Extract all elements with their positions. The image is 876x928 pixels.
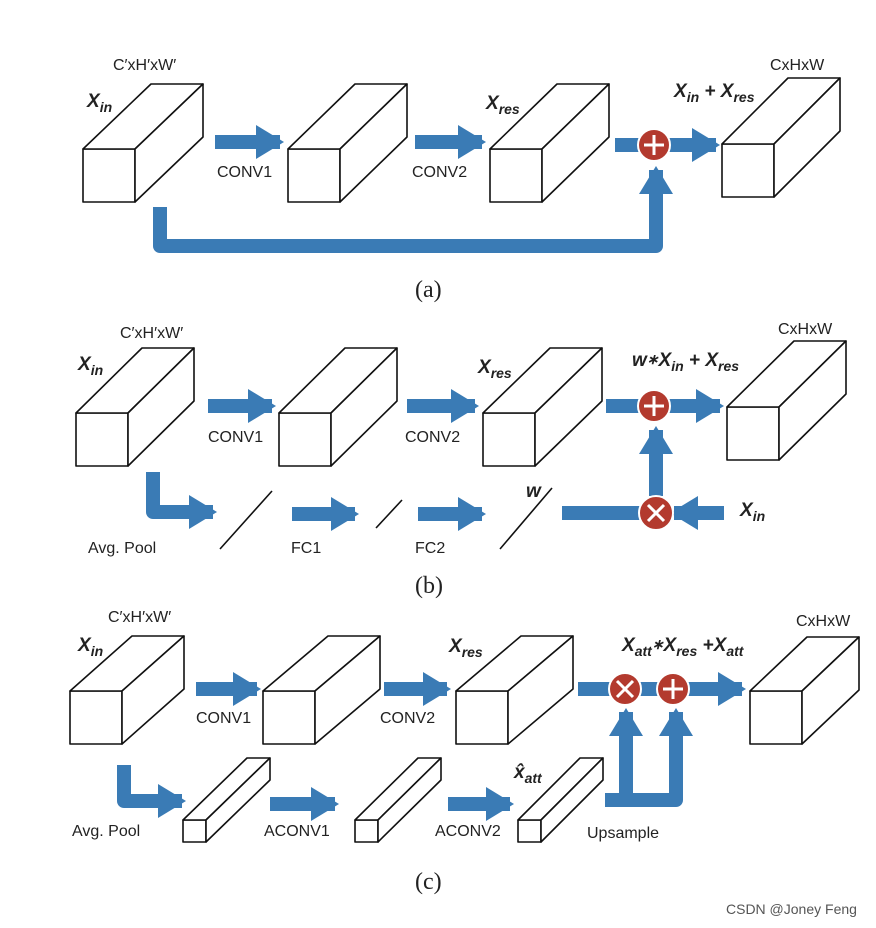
output-dims-label: CxHxW — [778, 321, 833, 338]
panel-b-caption: (b) — [415, 573, 443, 599]
input-dims-label: C′xH′xW′ — [120, 325, 183, 342]
output-tensor-box — [749, 636, 860, 745]
conv1-label: CONV1 — [196, 710, 251, 727]
panel-c: C′xH′xW′ CxHxW Xin Xres Xatt∗Xres +Xatt … — [69, 609, 860, 895]
input-tensor-box — [69, 635, 185, 745]
conv2-label: CONV2 — [405, 429, 460, 446]
x-in-label: Xin — [77, 354, 103, 378]
conv1-output-box — [287, 83, 408, 203]
weight-vector-slash — [499, 487, 553, 550]
x-in-right-label: Xin — [739, 500, 765, 524]
watermark: CSDN @Joney Feng — [726, 901, 857, 917]
output-tensor-box — [726, 340, 847, 461]
x-res-label: Xres — [485, 93, 520, 117]
aconv1-label: ACONV1 — [264, 823, 330, 840]
plus-operator-icon — [656, 672, 690, 706]
sum-label: w∗Xin + Xres — [632, 350, 739, 374]
conv1-label: CONV1 — [208, 429, 263, 446]
panel-b: C′xH′xW′ CxHxW Xin Xres w∗Xin + Xres CON… — [75, 321, 847, 599]
multiply-operator-icon — [608, 672, 642, 706]
x-att-hat-label: x̂att — [513, 762, 543, 786]
avg-pool-label: Avg. Pool — [72, 823, 140, 840]
attention-map-box — [517, 757, 604, 843]
pooled-vector-slash — [219, 490, 273, 550]
conv1-output-box — [262, 635, 381, 745]
input-tensor-box — [82, 83, 204, 203]
residual-box — [489, 83, 610, 203]
panel-a: C′xH′xW′ CxHxW Xin Xres Xin + Xres CONV1… — [82, 57, 841, 303]
output-tensor-box — [721, 77, 841, 198]
conv2-label: CONV2 — [380, 710, 435, 727]
plus-operator-icon — [637, 128, 671, 162]
aconv1-feature-box — [354, 757, 442, 843]
input-dims-label: C′xH′xW′ — [113, 57, 176, 74]
residual-box — [455, 635, 574, 745]
conv2-label: CONV2 — [412, 164, 467, 181]
x-res-label: Xres — [477, 357, 512, 381]
fc1-label: FC1 — [291, 540, 321, 557]
conv1-output-box — [278, 347, 398, 467]
input-tensor-box — [75, 347, 195, 467]
avg-pool-arrow — [146, 472, 217, 529]
output-dims-label: CxHxW — [796, 613, 851, 630]
pooled-feature-box — [182, 757, 271, 843]
multiply-operator-icon — [638, 495, 674, 531]
x-res-label: Xres — [448, 636, 483, 660]
output-dims-label: CxHxW — [770, 57, 825, 74]
conv1-label: CONV1 — [217, 164, 272, 181]
residual-box — [482, 347, 603, 467]
x-in-label: Xin — [77, 635, 103, 659]
sum-label: Xin + Xres — [673, 81, 755, 105]
aconv2-label: ACONV2 — [435, 823, 501, 840]
panel-a-caption: (a) — [415, 277, 442, 303]
fc1-vector-slash — [375, 499, 403, 529]
upsample-label: Upsample — [587, 825, 659, 842]
x-in-label: Xin — [86, 91, 112, 115]
panel-c-caption: (c) — [415, 869, 442, 895]
weight-label: w — [526, 481, 542, 502]
plus-operator-icon — [637, 389, 671, 423]
avg-pool-arrow — [117, 765, 186, 818]
skip-connection-arrow — [153, 166, 673, 253]
upsample-arrow — [605, 708, 693, 807]
fc2-label: FC2 — [415, 540, 445, 557]
avg-pool-label: Avg. Pool — [88, 540, 156, 557]
input-dims-label: C′xH′xW′ — [108, 609, 171, 626]
sum-label: Xatt∗Xres +Xatt — [621, 635, 745, 659]
